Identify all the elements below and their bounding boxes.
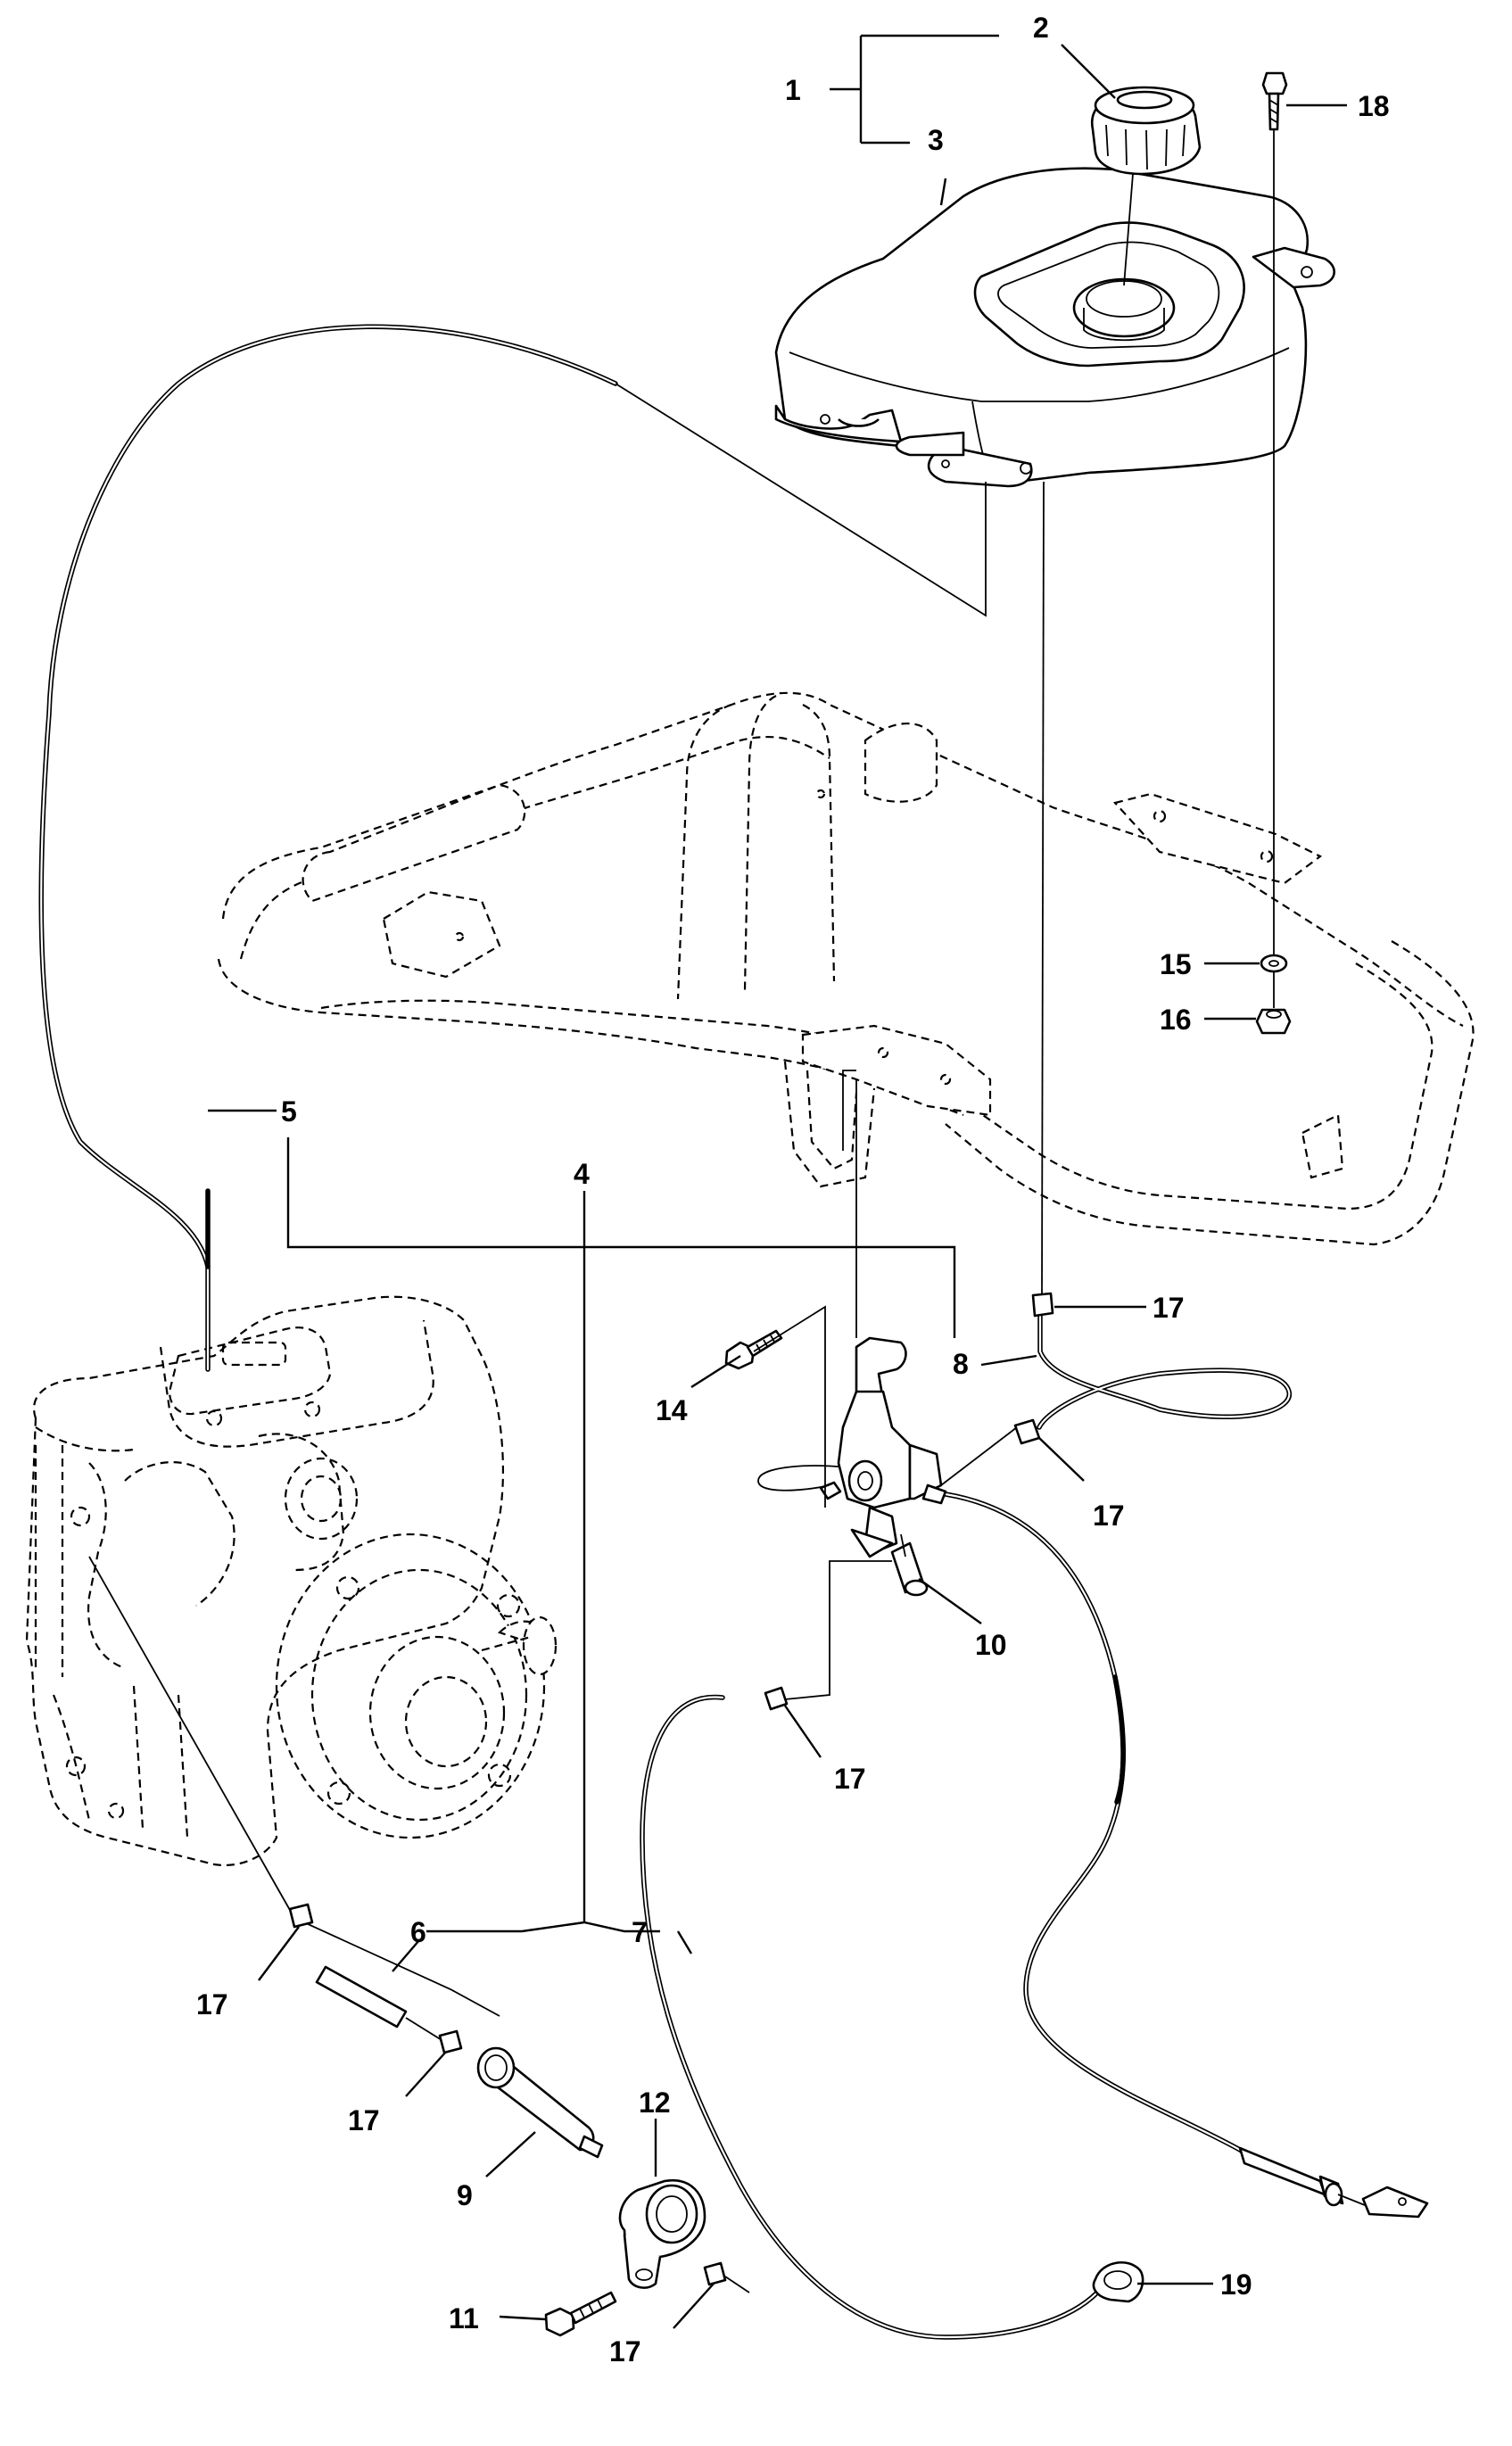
label-1: 1 [785,74,801,106]
label-16: 16 [1160,1004,1192,1036]
label-18: 18 [1358,90,1390,122]
label-17-f: 17 [609,2335,641,2367]
cable-8 [1037,1304,1292,1430]
label-10: 10 [975,1629,1007,1661]
leader-lines [208,34,1347,2329]
throttle-cable-5 [38,324,618,1372]
hardware [288,71,1292,2337]
label-8: 8 [953,1348,969,1380]
label-9: 9 [457,2179,473,2211]
label-17-d: 17 [196,1988,228,2020]
label-12: 12 [639,2087,671,2119]
cable-6 [88,1556,500,2044]
handle-frame [217,691,1475,1246]
connector-9 [476,2046,604,2159]
engine [25,1295,558,1867]
cable-7 [640,1694,1100,2340]
throttle-lever [757,1336,947,1597]
label-17-e: 17 [348,2104,380,2136]
label-7: 7 [632,1916,648,1948]
bracket-12 [618,2178,706,2289]
fuel-cap [1090,86,1202,176]
cable-end-fitting [1238,2146,1429,2219]
label-17-a: 17 [1153,1292,1185,1324]
label-2: 2 [1033,12,1049,44]
label-17-b: 17 [1093,1500,1125,1532]
label-14: 14 [656,1394,688,1426]
label-5: 5 [281,1095,297,1128]
label-3: 3 [928,124,944,156]
part-labels: 1 2 3 18 15 16 5 4 17 8 14 17 10 17 6 7 … [196,12,1390,2367]
label-11: 11 [449,2302,479,2334]
cable-4 [943,1492,1323,2188]
label-19: 19 [1220,2268,1252,2301]
fuel-tank [774,167,1335,488]
label-15: 15 [1160,948,1192,980]
label-17-c: 17 [834,1763,866,1795]
label-6: 6 [410,1916,426,1948]
label-4: 4 [574,1158,590,1190]
